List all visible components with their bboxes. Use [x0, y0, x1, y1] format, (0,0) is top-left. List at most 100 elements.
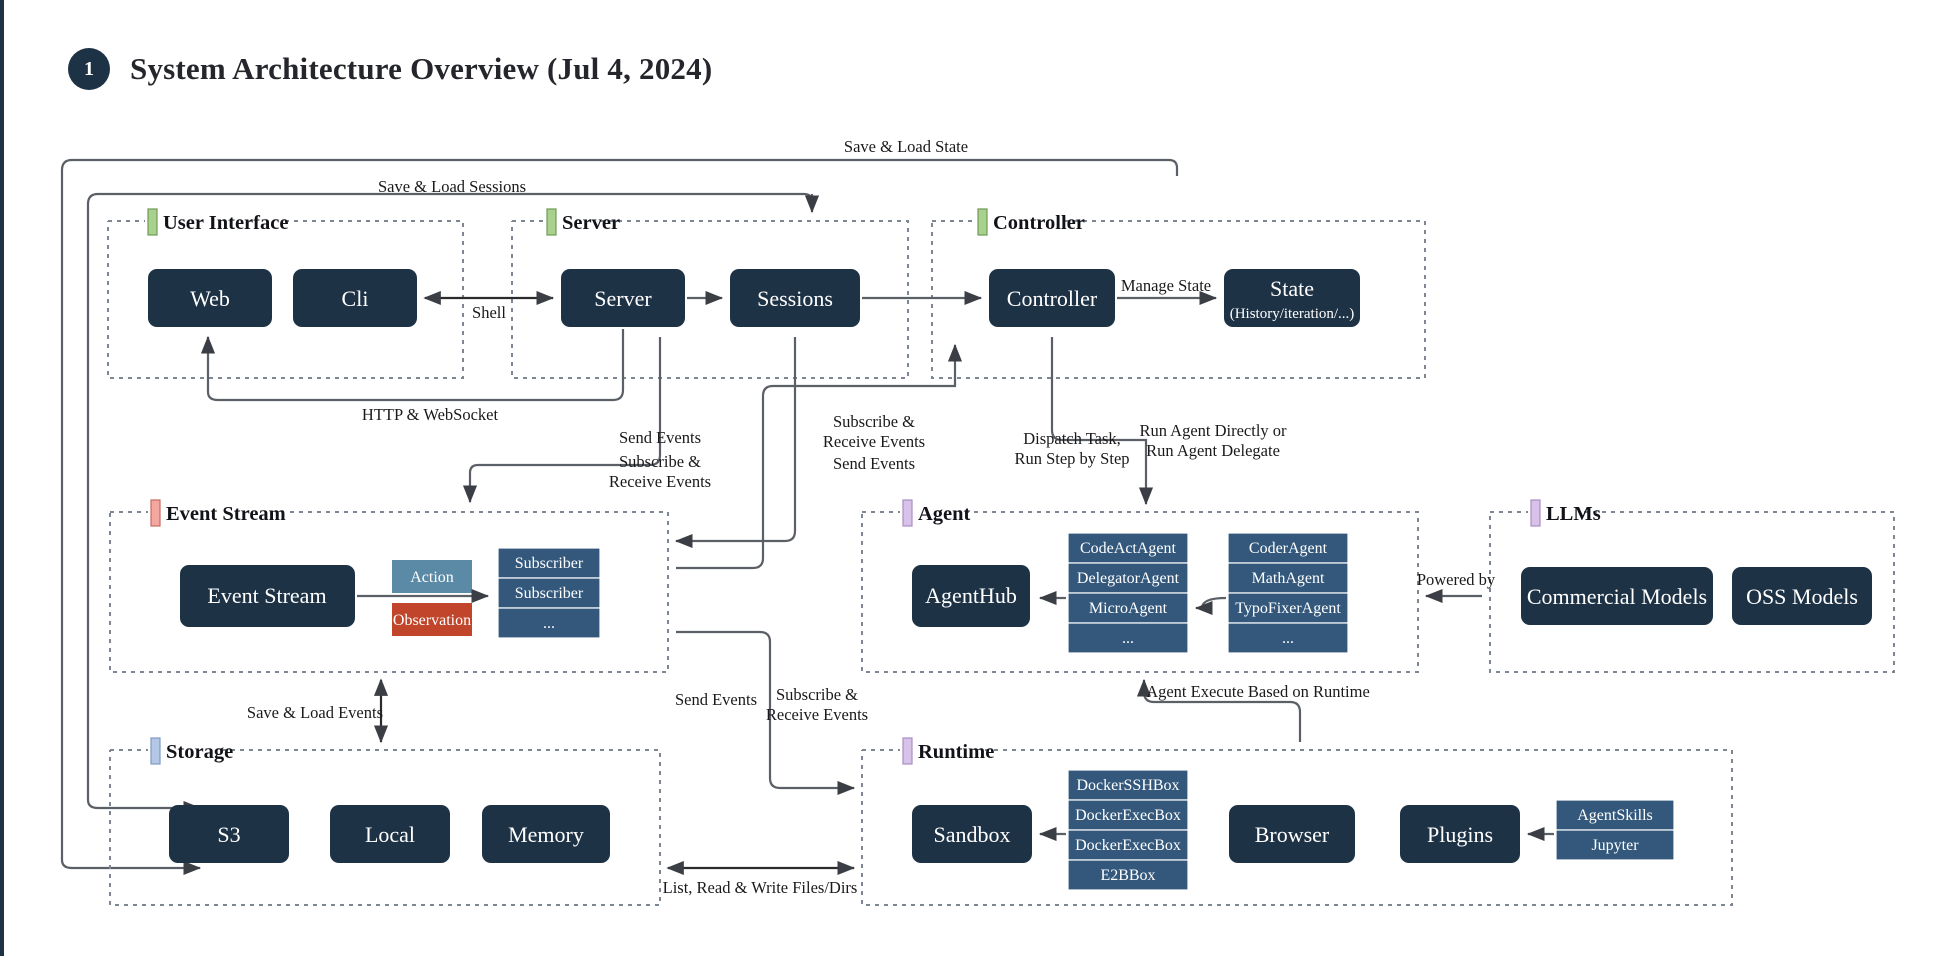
group-tick-agent [902, 499, 913, 527]
edge-label-dispatch-b: Run Step by Step [1014, 449, 1129, 468]
edge-save-load-state [60, 158, 1179, 876]
group-tick-llms [1530, 499, 1541, 527]
edge-http-websocket [200, 329, 625, 402]
node-agent-hub[interactable] [912, 565, 1030, 627]
group-tick-event-stream [150, 499, 161, 527]
stack-label-plugin-0: AgentSkills [1577, 807, 1653, 824]
node-sandbox[interactable] [912, 805, 1032, 863]
group-box-controller [931, 220, 1426, 379]
stack-cell-agent-right-3[interactable] [1227, 622, 1349, 654]
stack-label-subscriber-2: ... [543, 615, 555, 632]
node-sessions[interactable] [730, 269, 860, 327]
edge-send-events-1 [462, 337, 662, 504]
stack-cell-agent-right-1[interactable] [1227, 562, 1349, 594]
node-label-plugins: Plugins [1427, 822, 1493, 847]
stack-label-agent-right-0: CoderAgent [1249, 540, 1328, 557]
node-cli[interactable] [293, 269, 417, 327]
edge-agents-right-to-left [1194, 596, 1227, 616]
edge-label-agent-execute: Agent Execute Based on Runtime [1146, 682, 1370, 701]
stack-label-sandbox-1: DockerExecBox [1075, 807, 1181, 824]
stack-cell-subscriber-0[interactable] [497, 547, 601, 579]
node-sublabel-state: (History/iteration/...) [1230, 306, 1355, 322]
edge-label-save-load-events: Save & Load Events [247, 703, 383, 722]
group-tick-user-interface [147, 208, 158, 236]
node-label-server: Server [594, 286, 652, 311]
node-controller[interactable] [989, 269, 1115, 327]
group-box-storage [109, 749, 661, 906]
tag-observation[interactable] [392, 603, 472, 636]
node-state[interactable] [1224, 269, 1360, 327]
group-label-server: Server [562, 212, 620, 234]
stack-cell-agent-left-3[interactable] [1067, 622, 1189, 654]
node-browser[interactable] [1229, 805, 1355, 863]
slide-left-rail [0, 0, 4, 956]
node-plugins[interactable] [1400, 805, 1520, 863]
node-s3[interactable] [169, 805, 289, 863]
stack-cell-subscriber-2[interactable] [497, 607, 601, 639]
stack-cell-sandbox-3[interactable] [1067, 859, 1189, 891]
edge-label-run-agent-b: Run Agent Delegate [1146, 441, 1280, 460]
node-label-memory: Memory [508, 822, 584, 847]
stack-agents-left: CodeActAgent DelegatorAgent MicroAgent .… [1067, 532, 1189, 654]
node-server[interactable] [561, 269, 685, 327]
stack-label-plugin-1: Jupyter [1591, 837, 1639, 854]
stack-cell-plugin-0[interactable] [1555, 799, 1675, 831]
edge-label-send-events-3: Send Events [675, 690, 757, 709]
group-tick-runtime [902, 737, 913, 765]
edge-label-send-events-1: Send Events [619, 428, 701, 447]
stack-agents-right: CoderAgent MathAgent TypoFixerAgent ... [1227, 532, 1349, 654]
node-oss-models[interactable] [1732, 567, 1872, 625]
edge-label-subscribe-3-a: Subscribe & [776, 685, 858, 704]
node-label-sandbox: Sandbox [934, 822, 1011, 847]
stack-cell-agent-right-2[interactable] [1227, 592, 1349, 624]
node-label-oss-models: OSS Models [1746, 584, 1858, 609]
node-label-local: Local [365, 822, 415, 847]
stack-cell-subscriber-1[interactable] [497, 577, 601, 609]
node-commercial-models[interactable] [1521, 567, 1713, 625]
stack-cell-agent-left-0[interactable] [1067, 532, 1189, 564]
group-box-agent [861, 511, 1419, 673]
tag-label-action: Action [410, 569, 454, 586]
node-label-browser: Browser [1255, 822, 1330, 847]
edge-sessions-eventstream [674, 337, 797, 549]
node-label-sessions: Sessions [757, 286, 833, 311]
stack-label-agent-left-3: ... [1122, 630, 1134, 647]
group-label-llms: LLMs [1546, 503, 1601, 525]
node-local[interactable] [330, 805, 450, 863]
edge-label-save-load-sessions: Save & Load Sessions [378, 177, 526, 196]
edge-label-manage-state: Manage State [1121, 276, 1211, 295]
stack-label-subscriber-1: Subscriber [515, 585, 584, 602]
stack-label-sandbox-3: E2BBox [1100, 867, 1155, 884]
slide-number-badge: 1 [68, 48, 110, 90]
node-label-state: State [1270, 276, 1314, 301]
edge-label-subscribe-2-b: Receive Events [823, 432, 925, 451]
edge-label-subscribe-1-a: Subscribe & [619, 452, 701, 471]
node-label-cli: Cli [342, 286, 369, 311]
stack-cell-sandbox-2[interactable] [1067, 829, 1189, 861]
stack-cell-agent-right-0[interactable] [1227, 532, 1349, 564]
stack-cell-agent-left-1[interactable] [1067, 562, 1189, 594]
stack-plugins: AgentSkills Jupyter [1555, 799, 1675, 861]
node-memory[interactable] [482, 805, 610, 863]
group-label-user-interface: User Interface [163, 212, 288, 234]
group-tick-server [546, 208, 557, 236]
edge-label-run-agent-a: Run Agent Directly or [1139, 421, 1287, 440]
stack-cell-sandbox-1[interactable] [1067, 799, 1189, 831]
edge-label-list-read-write: List, Read & Write Files/Dirs [663, 878, 858, 897]
stack-sandboxes: DockerSSHBox DockerExecBox DockerExecBox… [1067, 769, 1189, 891]
stack-cell-plugin-1[interactable] [1555, 829, 1675, 861]
tag-action[interactable] [392, 560, 472, 593]
group-tick-storage [150, 737, 161, 765]
group-box-llms [1489, 511, 1895, 673]
stack-cell-agent-left-2[interactable] [1067, 592, 1189, 624]
edge-label-subscribe-1-b: Receive Events [609, 472, 711, 491]
stack-label-agent-right-1: MathAgent [1252, 570, 1325, 587]
node-event-stream[interactable] [180, 565, 355, 627]
node-web[interactable] [148, 269, 272, 327]
edge-send-events-3 [676, 630, 856, 796]
edge-label-subscribe-3-b: Receive Events [766, 705, 868, 724]
node-label-web: Web [190, 286, 230, 311]
stack-subscribers: Subscriber Subscriber ... [497, 547, 601, 639]
